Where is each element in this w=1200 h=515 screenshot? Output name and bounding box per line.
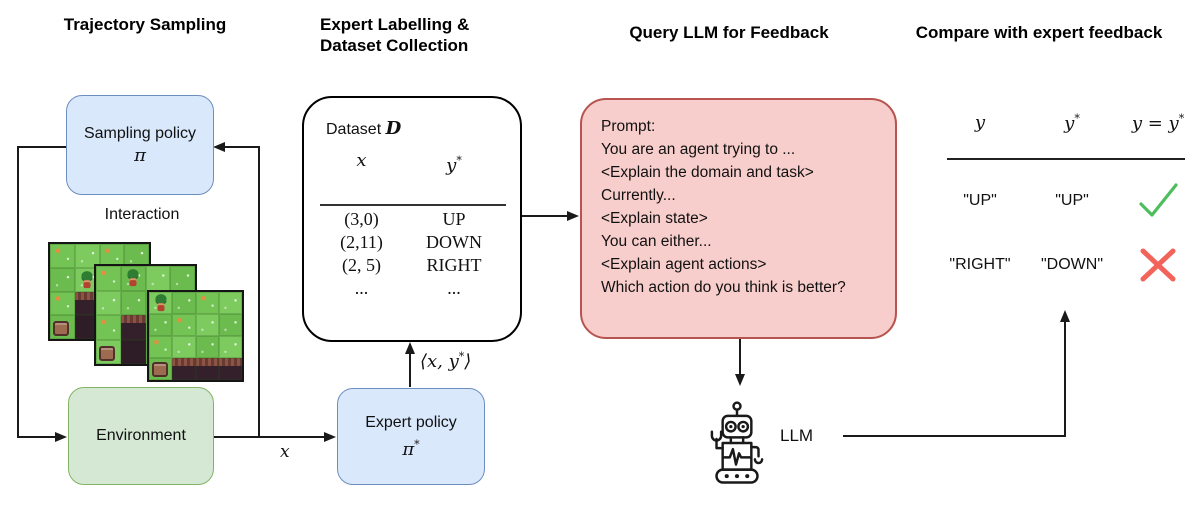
grid-tile (149, 292, 173, 314)
dataset-table-header: x y* (304, 150, 540, 177)
grid-tile (149, 358, 173, 380)
dataset-box: Dataset D x y* (3,0)UP (2,11)DOWN (2, 5)… (302, 96, 522, 342)
rock-sprite (152, 362, 168, 377)
table-row: ...... (354, 278, 461, 298)
dataset-col-ystar: y* (446, 154, 462, 176)
expert-policy-label: Expert policy (365, 414, 457, 431)
rock-sprite (99, 346, 115, 361)
grid-tile (218, 292, 242, 314)
prompt-text: Prompt: You are an agent trying to ... <… (601, 118, 846, 296)
environment-label: Environment (96, 427, 186, 444)
heading-expert-labelling: Expert Labelling & Dataset Collection (320, 14, 520, 56)
grid-tile (74, 315, 100, 339)
interaction-label: Interaction (104, 206, 180, 223)
grid-tile (172, 292, 196, 314)
table-row: (2, 5)RIGHT (342, 255, 482, 275)
rock-sprite (53, 321, 69, 336)
grid-tile (124, 244, 149, 268)
expert-policy-box: Expert policy π* (337, 388, 485, 485)
grid-tile (96, 315, 121, 340)
xy-pair-label: ⟨x, y*⟩ (420, 350, 472, 372)
sampling-policy-box: Sampling policy π (66, 95, 214, 195)
grid-tile (74, 291, 100, 316)
grid-tile (96, 290, 121, 315)
grid-tile (99, 244, 125, 268)
gridworld-snapshot-3 (147, 290, 244, 382)
pi-star-symbol: π* (402, 438, 420, 460)
table-row: "RIGHT" "DOWN" (938, 244, 1194, 286)
dataset-title: Dataset D (326, 118, 402, 139)
grid-tile (195, 292, 219, 314)
grid-tile (172, 336, 196, 358)
grid-tile (74, 267, 100, 292)
grid-tile (50, 315, 75, 339)
grid-tile (120, 290, 146, 315)
grid-tile (218, 358, 242, 380)
grid-tile (50, 291, 75, 316)
table-row: (3,0)UP (344, 209, 466, 229)
x-arrow-label: x (280, 442, 290, 462)
compare-col-y: y (974, 112, 986, 133)
grid-tile (120, 339, 146, 364)
agent-sprite (127, 269, 140, 287)
heading-trajectory-sampling: Trajectory Sampling (63, 15, 227, 34)
dataset-table-rule (320, 204, 506, 206)
grid-tile (50, 244, 75, 268)
grid-tile (120, 315, 146, 340)
compare-col-ystar: y* (1064, 112, 1080, 134)
heading-expert-labelling-line1: Expert Labelling & (320, 15, 470, 34)
grid-tile (170, 266, 195, 291)
grid-tile (145, 266, 171, 291)
sampling-policy-label: Sampling policy (83, 125, 197, 142)
grid-tile (195, 358, 219, 380)
llm-label: LLM (780, 426, 814, 445)
grid-tile (120, 266, 146, 291)
dataset-col-x: x (356, 150, 367, 171)
compare-table-header: y y* y = y* (938, 112, 1194, 134)
grid-tile (96, 339, 121, 364)
agent-sprite (81, 270, 94, 288)
grid-tile (149, 336, 173, 358)
robot-icon (710, 401, 764, 484)
grid-tile (218, 336, 242, 358)
heading-query-llm: Query LLM for Feedback (629, 23, 829, 42)
grid-tile (149, 314, 173, 336)
compare-table-rule (947, 158, 1185, 160)
heading-compare-feedback: Compare with expert feedback (915, 23, 1163, 42)
check-icon (1122, 181, 1194, 221)
agent-sprite (154, 294, 167, 312)
grid-tile (50, 267, 75, 292)
grid-tile (195, 336, 219, 358)
compare-col-eq: y = y* (1131, 112, 1185, 134)
grid-tile (172, 358, 196, 380)
table-row: (2,11)DOWN (340, 232, 482, 252)
cross-icon (1122, 247, 1194, 283)
dataset-table-rows: (3,0)UP (2,11)DOWN (2, 5)RIGHT ...... (304, 208, 520, 300)
grid-tile (218, 314, 242, 336)
grid-tile (96, 266, 121, 291)
grid-tile (195, 314, 219, 336)
grid-tile (74, 244, 100, 268)
pi-symbol: π (134, 145, 146, 166)
heading-expert-labelling-line2: Dataset Collection (320, 36, 469, 55)
grid-tile (172, 314, 196, 336)
table-row: "UP" "UP" (938, 180, 1194, 222)
environment-box: Environment (68, 387, 214, 485)
script-d-symbol: D (385, 118, 402, 139)
prompt-box: Prompt: You are an agent trying to ... <… (580, 98, 897, 339)
